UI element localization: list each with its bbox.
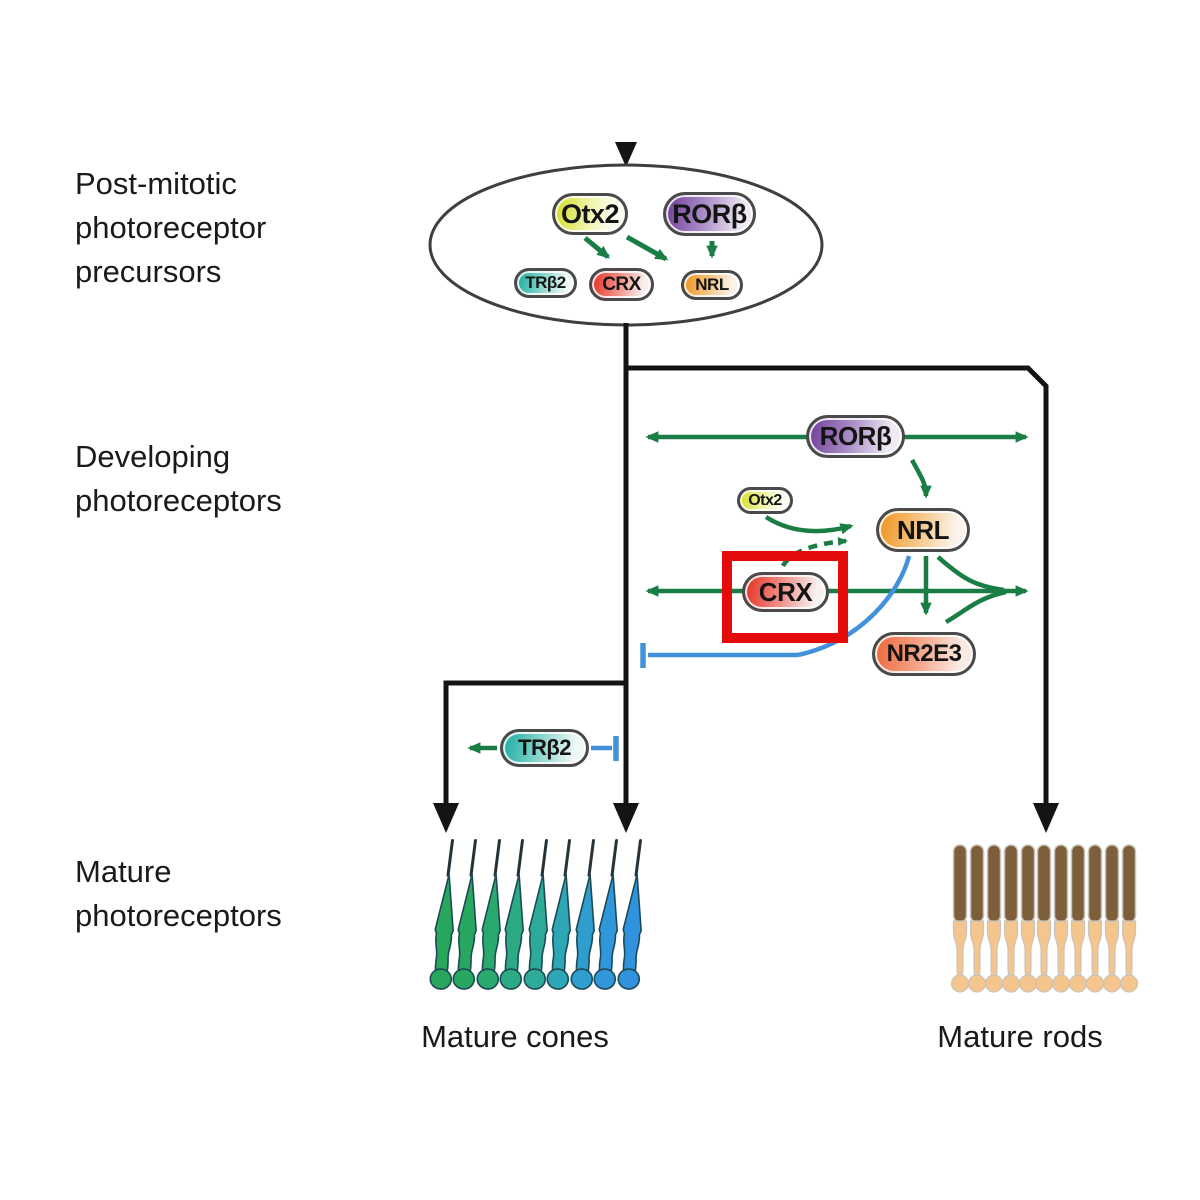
node-otx2-precursor: Otx2 bbox=[552, 193, 628, 235]
fork-nr2e3-right bbox=[944, 589, 1007, 624]
input-arrowhead bbox=[615, 142, 637, 167]
rod-cell bbox=[967, 844, 987, 993]
mature-cones-graphic bbox=[428, 838, 651, 992]
cone-cell bbox=[428, 838, 463, 992]
label-postmitotic-precursors: Post-mitotic photoreceptor precursors bbox=[75, 166, 267, 289]
inhibition-lines bbox=[591, 555, 912, 761]
node-trb2-precursor: TRβ2 bbox=[514, 268, 577, 298]
rod-cell bbox=[1018, 844, 1038, 993]
rod-cell bbox=[1001, 844, 1021, 993]
node-crx-precursor: CRX bbox=[589, 268, 654, 301]
rod-cell bbox=[1051, 844, 1071, 993]
node-rorb-developing: RORβ bbox=[806, 415, 905, 458]
node-trb2-developing: TRβ2 bbox=[500, 729, 589, 767]
rod-cell bbox=[1034, 844, 1054, 993]
node-otx2-developing: Otx2 bbox=[737, 487, 793, 514]
arrow-otx2-to-crx bbox=[583, 236, 611, 259]
rod-lineage-line bbox=[626, 365, 1049, 804]
node-rorb-precursor: RORβ bbox=[663, 192, 756, 236]
label-developing-photoreceptors: Developing photoreceptors bbox=[75, 439, 282, 518]
lineage-arrowheads bbox=[433, 803, 1059, 833]
lineage-lines bbox=[443, 323, 1049, 804]
nrl-nr2e3-inhibition-curve bbox=[797, 555, 912, 658]
crx-highlight-box bbox=[722, 551, 848, 643]
arrow-otx2-to-nrl-mid bbox=[764, 515, 854, 535]
rod-cell bbox=[984, 844, 1004, 993]
cone-branch-line bbox=[443, 680, 626, 804]
node-nrl-precursor: NRL bbox=[681, 270, 743, 300]
mature-rods-graphic bbox=[950, 844, 1139, 993]
node-nrl-developing: NRL bbox=[876, 508, 970, 552]
cone-cell bbox=[522, 838, 557, 992]
precursor-activation-arrows bbox=[583, 234, 718, 262]
fork-nrl-right bbox=[936, 555, 1005, 593]
rod-cell bbox=[1119, 844, 1139, 993]
arrow-rorb-to-nrl-mid bbox=[910, 458, 932, 499]
cone-cell bbox=[569, 838, 604, 992]
label-mature-photoreceptors: Mature photoreceptors bbox=[75, 854, 282, 933]
rod-cell bbox=[1102, 844, 1122, 993]
cone-cell bbox=[545, 838, 580, 992]
rod-cell bbox=[1085, 844, 1105, 993]
arrow-otx2-to-nrl bbox=[625, 234, 669, 262]
arrow-crx-to-nrl-dashed bbox=[780, 537, 848, 568]
node-nr2e3-developing: NR2E3 bbox=[872, 632, 976, 676]
node-crx-developing[interactable]: CRX bbox=[742, 572, 829, 612]
rod-cell bbox=[1068, 844, 1088, 993]
label-mature-rods: Mature rods bbox=[937, 1019, 1103, 1054]
label-mature-cones: Mature cones bbox=[421, 1019, 609, 1054]
rod-cell bbox=[950, 844, 970, 993]
cone-cell bbox=[498, 838, 533, 992]
cone-cell bbox=[616, 838, 651, 992]
cone-cell bbox=[592, 838, 627, 992]
cone-cell bbox=[475, 838, 510, 992]
cone-cell bbox=[451, 838, 486, 992]
